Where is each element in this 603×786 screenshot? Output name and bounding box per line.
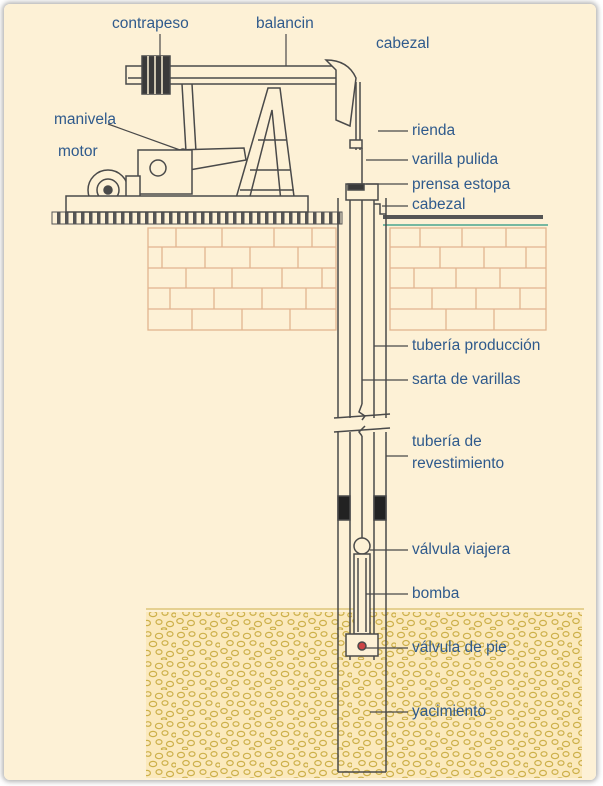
downhole-pump — [337, 495, 387, 657]
pump-jack-diagram: contrapeso balancin cabezal manivela mot… — [4, 4, 596, 780]
label-cabezal-pozo: cabezal — [412, 196, 465, 213]
label-valvula-pie: válvula de pie — [412, 639, 507, 656]
label-motor: motor — [58, 143, 98, 160]
ground-platform — [51, 211, 548, 226]
label-bomba: bomba — [412, 585, 460, 602]
labels: contrapeso balancin cabezal manivela mot… — [54, 15, 540, 720]
label-tuberia-produccion: tubería producción — [412, 337, 540, 354]
label-manivela: manivela — [54, 111, 116, 128]
label-yacimiento: yacimiento — [412, 703, 486, 720]
label-tuberia-revestimiento-2: revestimiento — [412, 455, 504, 472]
label-varilla-pulida: varilla pulida — [412, 151, 499, 168]
leader-lines — [107, 34, 408, 713]
label-rienda: rienda — [412, 122, 455, 139]
label-cabezal-top: cabezal — [376, 35, 429, 52]
reservoir-layer — [146, 608, 584, 778]
label-tuberia-revestimiento-1: tubería de — [412, 433, 482, 450]
label-balancin: balancin — [256, 15, 314, 32]
pump-jack — [65, 55, 365, 213]
well-tubing — [333, 183, 391, 773]
diagram-frame: contrapeso balancin cabezal manivela mot… — [4, 4, 596, 780]
label-contrapeso: contrapeso — [112, 15, 189, 32]
label-prensa-estopa: prensa estopa — [412, 176, 511, 193]
label-sarta-varillas: sarta de varillas — [412, 371, 521, 388]
rock-layer — [147, 227, 547, 331]
label-valvula-viajera: válvula viajera — [412, 541, 511, 558]
